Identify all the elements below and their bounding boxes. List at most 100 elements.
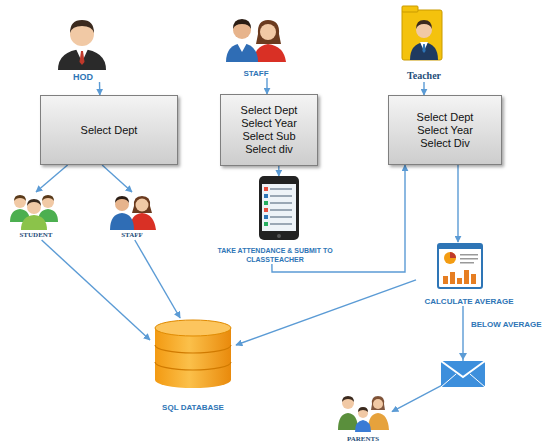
icon-label: TAKE ATTENDANCE & SUBMIT TO CLASSTEACHER <box>216 246 334 264</box>
report-icon-part <box>460 254 478 256</box>
report-icon-part <box>444 252 456 264</box>
staff-icon-part <box>115 196 129 203</box>
report-icon <box>438 244 482 288</box>
staff-icon-part <box>110 213 134 230</box>
staff-icon-part <box>132 196 152 213</box>
group-icon: PARENTS <box>334 390 392 444</box>
flow-arrow <box>42 240 150 340</box>
database-icon: SQL DATABASE <box>150 318 236 412</box>
flow-arrow <box>36 165 68 192</box>
phone-icon-part <box>270 209 292 211</box>
device-icon: TAKE ATTENDANCE & SUBMIT TO CLASSTEACHER <box>214 176 336 264</box>
hod-icon-part <box>80 51 85 65</box>
phone-icon-part <box>270 223 292 225</box>
phone-icon-part <box>259 176 299 240</box>
teacher-icon-part <box>422 44 425 53</box>
student-icon-part <box>42 196 54 208</box>
flow-arrow <box>99 82 101 95</box>
icon-label: PARENTS <box>347 435 379 444</box>
box-text: Select Dept <box>417 111 474 124</box>
report-icon-part <box>438 244 482 288</box>
phone-icon-part <box>264 208 268 212</box>
box-text: Select Dept <box>81 124 138 137</box>
phone-icon-part <box>264 187 268 191</box>
parents-icon-part <box>342 397 354 409</box>
teacher-icon-part <box>402 6 418 12</box>
box-text: Select Div <box>420 137 470 150</box>
phone-icon-part <box>262 184 296 231</box>
mail-icon-part <box>441 361 485 387</box>
database-icon-part <box>155 320 231 336</box>
process-box: Select DeptSelect YearSelect SubSelect d… <box>220 94 318 166</box>
staff-icon-part <box>136 199 149 212</box>
database-icon <box>155 320 231 388</box>
teacher-icon-part <box>410 42 438 60</box>
student-icon-part <box>27 200 41 214</box>
teacher-icon-part <box>402 10 442 60</box>
staff-icon-part <box>260 24 276 40</box>
icon-label: HOD <box>73 72 93 82</box>
staff-icon-part <box>256 20 281 44</box>
staff-icon-part <box>254 44 286 62</box>
student-icon-part <box>14 196 26 208</box>
icon-label: STAFF <box>243 69 268 78</box>
report-icon-part <box>443 276 448 284</box>
flow-arrow <box>457 165 458 242</box>
box-text: Select Dept <box>241 104 298 117</box>
icon-label: STUDENT <box>19 231 52 240</box>
flow-arrow <box>135 240 180 318</box>
phone-icon-part <box>264 194 268 198</box>
phone-icon-part <box>277 234 281 238</box>
report-icon-part <box>464 270 469 284</box>
phone-icon-part <box>270 216 292 218</box>
staff-icon-part <box>226 43 258 62</box>
student-icon-part <box>14 195 26 201</box>
flow-arrow <box>102 165 132 192</box>
phone-icon <box>259 176 299 240</box>
teacher-icon-part <box>416 20 432 29</box>
box-text: Select Year <box>417 124 473 137</box>
database-icon-part <box>155 362 231 370</box>
icon-label: SQL DATABASE <box>162 403 224 412</box>
staff-icon-part <box>233 19 251 29</box>
phone-icon-part <box>264 215 268 219</box>
process-box: Select Dept <box>40 95 178 165</box>
parents-icon-part <box>342 396 354 402</box>
role-icon: Teacher <box>393 4 455 82</box>
phone-icon-part <box>270 188 292 190</box>
box-text: Select Year <box>241 117 297 130</box>
phone-icon-part <box>264 222 268 226</box>
process-box: Select DeptSelect YearSelect Div <box>388 95 502 165</box>
parents-icon-part <box>358 408 368 418</box>
group-icon: STAFF <box>104 192 160 240</box>
role-icon: HOD <box>50 20 116 82</box>
flow-arrow <box>266 78 267 94</box>
icon-label: STAFF <box>121 231 143 240</box>
hod-icon-part <box>70 20 94 33</box>
flow-arrow <box>278 166 279 176</box>
student-icon-part <box>42 195 54 201</box>
mail-icon-part <box>441 374 485 387</box>
mail-icon <box>441 353 485 387</box>
parents-icon-part <box>338 413 358 430</box>
phone-icon-part <box>264 201 268 205</box>
box-text: Select div <box>245 143 293 156</box>
report-icon-part <box>460 262 474 264</box>
role-icon: STAFF <box>220 16 292 78</box>
parents-icon <box>338 396 389 432</box>
flow-arrow <box>236 280 416 345</box>
report-icon-part <box>457 278 462 284</box>
parents-icon-part <box>368 413 389 430</box>
student-icon <box>10 195 58 230</box>
parents-icon-part <box>373 399 383 409</box>
icon-label: CALCULATE AVERAGE <box>424 297 513 306</box>
mail-icon-part <box>459 353 467 360</box>
teacher-icon <box>402 6 442 60</box>
staff-icon-part <box>115 197 129 211</box>
database-icon-part <box>155 345 231 353</box>
student-icon-part <box>27 199 41 206</box>
flow-arrow <box>423 82 424 95</box>
